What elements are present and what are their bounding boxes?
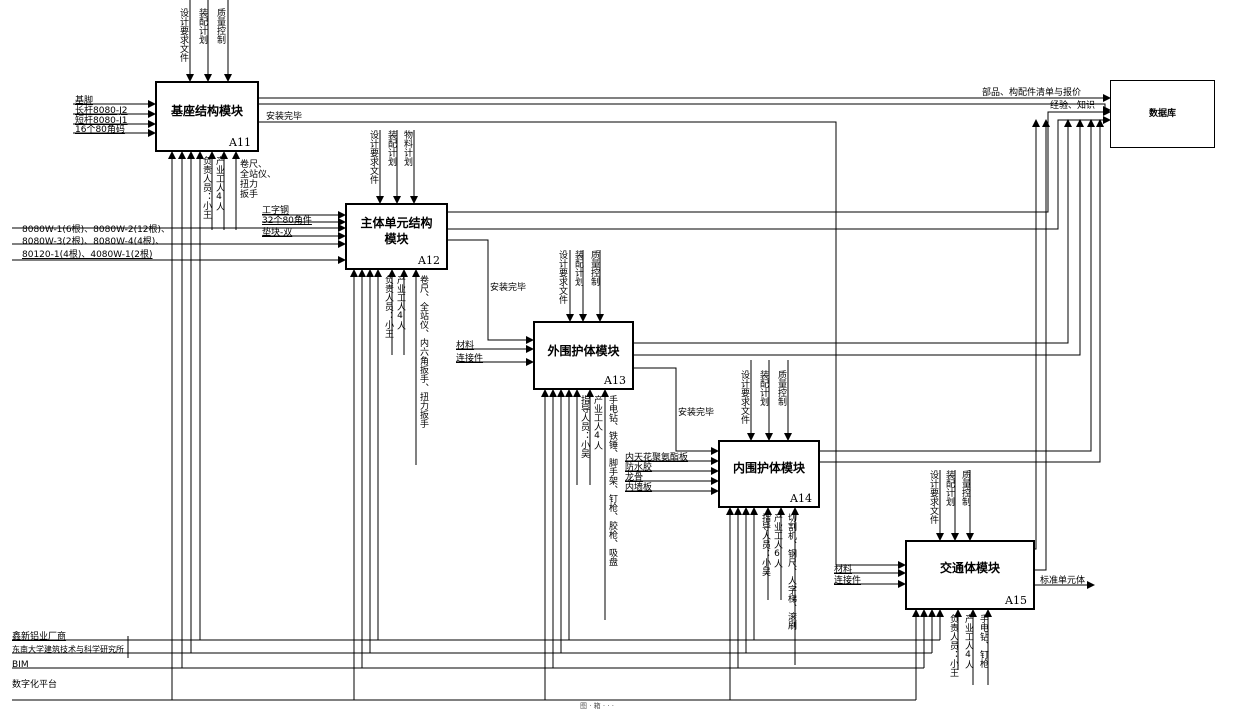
input-label: 32个80角件 [262,216,312,226]
input-label: 80120-1(4根)、4080W-1(2根) [22,250,153,260]
box-title: 交通体模块 [939,561,1000,575]
output-arrow [1032,119,1040,550]
output-arrow [1035,119,1050,571]
box-title: 基座结构模块 [170,104,243,118]
input-label: 防水胶 [625,463,653,473]
output-arrow [820,119,1104,463]
bottom-mechanism-label: 数字化平台 [12,680,58,690]
mechanism-label: 切割机、钢尺、人字梯、滚刷 [786,513,796,630]
control-label: 装配计划 [758,370,768,406]
control-label: 设计要求文件 [178,8,188,62]
output-label: 安装完毕 [490,283,527,293]
output-arrow [634,119,1072,344]
mechanism-label: 产业工人4人 [395,275,405,330]
input-label: 基脚 [75,96,94,106]
input-label: 内天花聚氨酯板 [625,453,689,463]
bottom-mechanism-label: 东南大学建筑技术与科学研究所 [12,645,124,654]
box-id: A13 [604,374,626,387]
box-title: 数据库 [1148,109,1176,119]
box-a14[interactable]: 内围护体模块 A14 [718,440,820,508]
input-label: 长杆8080-J2 [75,106,128,116]
mechanism-label: 手电钻、铁锤、脚手架、钉枪、胶枪、吸盘 [607,395,617,566]
input-label: 8080W-3(2根)、8080W-4(4根)、 [22,237,165,247]
input-label: 内墙板 [625,483,653,493]
control-label: 装配计划 [944,470,954,506]
mechanism-label: 产业工人4人 [963,614,973,669]
control-label: 质量控制 [589,250,599,286]
control-label: 质量控制 [215,8,225,44]
database-input-label: 经验、知识 [1050,101,1096,111]
mechanism-label: 产业工人6人 [772,513,782,568]
input-label: 垫块-双 [262,228,293,238]
input-label: 龙骨 [625,473,644,483]
output-arrow [448,239,534,344]
output-arrow [448,116,1111,230]
box-id: A14 [790,492,812,505]
input-label: 连接件 [456,354,484,364]
input-label: 材料 [834,565,853,575]
output-arrow [820,119,1095,452]
mechanism-label: 手电钻、钉枪 [978,614,988,668]
mechanism-label: 负责人员：小王 [948,614,958,677]
output-arrow [448,108,1111,213]
control-label: 设计要求文件 [368,130,378,184]
box-title: 内围护体模块 [732,461,805,475]
box-a12[interactable]: 主体单元结构 模块 A12 [345,203,448,270]
control-label: 装配计划 [197,8,207,44]
mechanism-label: 卷尺、 全站仪、 扭力 扳手 [240,160,277,200]
box-a11[interactable]: 基座结构模块 A11 [155,81,259,152]
mechanism-label: 指导人员：小吴 [760,513,770,576]
box-a15[interactable]: 交通体模块 A15 [905,540,1035,610]
mechanism-label: 指导人员：小吴 [579,395,589,458]
control-label: 质量控制 [960,470,970,506]
control-label: 装配计划 [573,250,583,286]
input-label: 连接件 [834,576,862,586]
control-label: 质量控制 [776,370,786,406]
box-id: A11 [229,136,251,149]
mechanism-label: 负责人员：小王 [201,156,211,219]
mechanism-label: 负责人员：小王 [383,275,393,338]
output-label: 安装完毕 [678,408,715,418]
bottom-mechanism-label: 鑫新铝业厂商 [12,632,67,642]
database-input-label: 部品、构配件清单与报价 [982,88,1082,98]
mechanism-label: 产业工人4人 [592,395,602,450]
mechanism-label: 卷尺、全站仪、内六角扳手、扭力扳手 [418,275,428,428]
input-label: 8080W-1(6根)、8080W-2(12根)、 [22,225,171,235]
box-title: 主体单元结构 模块 [360,216,433,246]
output-arrow [634,367,719,455]
control-label: 设计要求文件 [739,370,749,424]
control-label: 物料计划 [402,130,412,166]
box-database[interactable]: 数据库 [1110,80,1215,148]
control-label: 设计要求文件 [557,250,567,304]
output-arrow [259,103,1111,114]
bottom-mechanism-label: BIM [12,660,29,670]
box-id: A15 [1005,594,1027,607]
box-id: A12 [418,254,440,267]
output-arrow [634,119,1084,356]
figure-caption: 图 · 箱 · · · [580,702,615,710]
input-label: 短杆8080-J1 [75,116,128,126]
control-label: 装配计划 [386,130,396,166]
box-title: 外围护体模块 [547,344,620,358]
control-label: 设计要求文件 [928,470,938,524]
input-label: 工字钢 [262,206,290,216]
output-label: 安装完毕 [266,112,303,122]
mechanism-label: 产业工人4人 [214,156,224,211]
box-a13[interactable]: 外围护体模块 A13 [533,321,634,390]
input-label: 材料 [456,341,475,351]
input-label: 16个80角码 [75,125,125,135]
output-label: 标准单元体 [1040,576,1086,586]
